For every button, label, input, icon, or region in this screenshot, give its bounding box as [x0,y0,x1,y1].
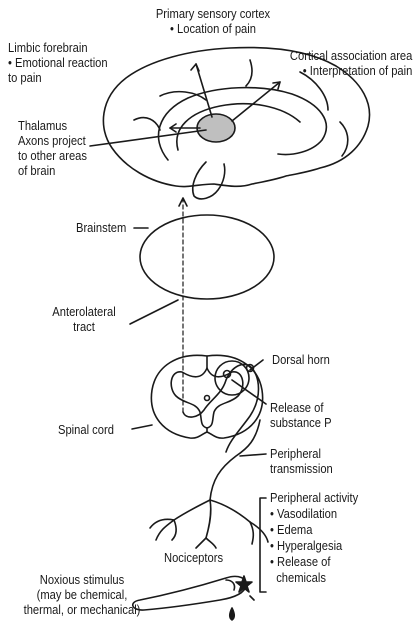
thalamus-label: Thalamus Axons project to other areas of… [18,118,87,178]
fingernail [226,580,235,590]
brain-stem-top [193,162,225,199]
brain-fold-d [340,122,348,156]
limbic-forebrain-label: Limbic forebrain • Emotional reaction to… [8,40,108,85]
peripheral-activity-label: Peripheral activity • Vasodilation • Ede… [270,490,358,586]
peripheral-nerve [210,420,260,500]
neural-pathway [183,364,259,452]
brainstem-shape [140,215,274,299]
nociceptor-branches [150,500,268,548]
stimulus-spark [250,596,254,600]
brain-fold-a [160,92,206,100]
spinal-cord-leader [132,425,152,429]
brain-fold-e [246,60,252,86]
peripheral-transmission-leader [240,454,266,456]
peripheral-activity-bracket [260,498,266,592]
thalamus-shape [197,114,235,142]
stimulus-drop [230,608,235,620]
anterolateral-tract-label: Anterolateral tract [41,304,127,334]
release-substance-p-label: Release of substance P [270,400,332,430]
anterolateral-leader [130,300,178,324]
spinal-cord-label: Spinal cord [58,422,114,437]
brainstem-label: Brainstem [76,220,126,235]
corpus-callosum [177,104,300,150]
brain-fold-c [134,118,160,130]
cortical-association-label: Cortical association area • Interpretati… [290,48,412,78]
noxious-stimulus-label: Noxious stimulus (may be chemical, therm… [13,572,151,617]
nociceptors-label: Nociceptors [164,550,223,565]
dorsal-horn-label: Dorsal horn [272,352,330,367]
primary-sensory-cortex-label: Primary sensory cortex • Location of pai… [140,6,286,36]
peripheral-transmission-label: Peripheral transmission [270,446,333,476]
